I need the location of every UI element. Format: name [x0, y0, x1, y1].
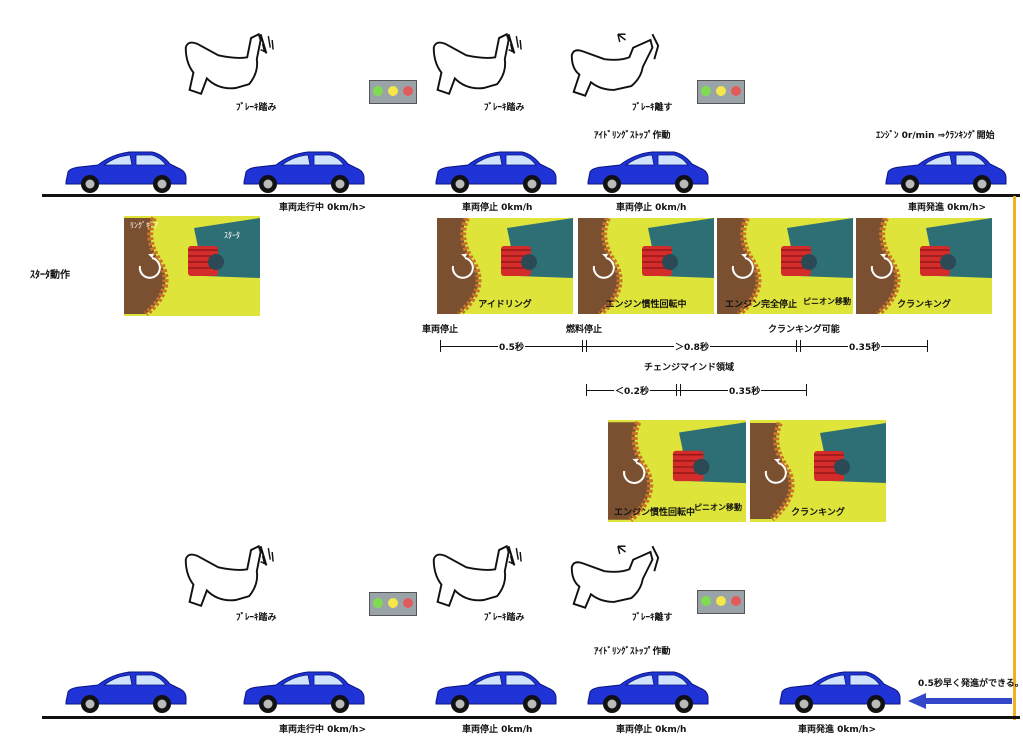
vehicle-stopped-label: 車両停止 0km/h [462, 725, 533, 735]
panel-cranking: クランキング [856, 218, 992, 314]
traffic-light-icon [369, 80, 417, 104]
panel-caption: エンジン完全停止 [725, 300, 798, 310]
foot-release-icon [566, 542, 662, 610]
foot-release-icon [566, 30, 662, 98]
car-icon [60, 148, 192, 194]
panel-cranking-alt: クランキング [750, 420, 886, 522]
vehicle-stopped-label: 車両停止 0km/h [616, 203, 687, 213]
panel-inertia-alt: エンジン慣性回転中 ピニオン移動 [608, 420, 746, 522]
road-line [42, 716, 1020, 719]
timeline-tick [582, 340, 583, 352]
panel-caption: エンジン慣性回転中 [605, 300, 687, 310]
vehicle-stopped-label: 車両停止 0km/h [462, 203, 533, 213]
panel-inertia: エンジン慣性回転中 [578, 218, 714, 314]
early-start-label: 0.5秒早く発進ができる。 [918, 679, 1023, 689]
pinion-move-label: ピニオン移動 [803, 297, 851, 306]
timeline-tick [796, 340, 797, 352]
idling-stop-label: ｱｲﾄﾞﾘﾝｸﾞｽﾄｯﾌﾟ作動 [594, 131, 671, 141]
segment-label: 0.5秒 [498, 340, 525, 353]
engine-cranking-label: ｴﾝｼﾞﾝ 0r/min ⇒ｸﾗﾝｷﾝｸﾞ開始 [876, 131, 995, 141]
segment-label: ＜0.2秒 [614, 384, 650, 397]
car-icon [880, 148, 1012, 194]
starter-label: ｽﾀｰﾀ [224, 231, 240, 240]
timeline-tick [927, 340, 928, 352]
car-icon [582, 148, 714, 194]
pinion-move-label: ピニオン移動 [694, 503, 742, 512]
brake-press-label: ﾌﾞﾚｰｷ踏み [236, 103, 277, 113]
foot-press-icon [180, 542, 276, 610]
segment-label: ＞0.8秒 [674, 340, 710, 353]
vehicle-stopped-label: 車両停止 0km/h [616, 725, 687, 735]
starter-legend-panel: ﾘﾝｸﾞｷﾞｱ ｽﾀｰﾀ [124, 216, 260, 316]
early-start-arrow-icon [908, 693, 1012, 709]
brake-release-label: ﾌﾞﾚｰｷ離す [632, 103, 673, 113]
change-mind-label: チェンジマインド領域 [644, 363, 735, 373]
foot-press-icon [428, 30, 524, 98]
timeline-bar [586, 390, 806, 391]
car-icon [582, 668, 714, 714]
panel-caption: クランキング [897, 300, 951, 310]
vehicle-start-label: 車両発進 0km/h> [908, 203, 986, 213]
timeline-tick [800, 340, 801, 352]
brake-release-label: ﾌﾞﾚｰｷ離す [632, 613, 673, 623]
starter-operation-label: ｽﾀｰﾀ動作 [30, 270, 70, 281]
vehicle-running-label: 車両走行中 0km/h> [279, 725, 366, 735]
panel-complete-stop: エンジン完全停止 ピニオン移動 [717, 218, 853, 314]
panel-caption: エンジン慣性回転中 [614, 508, 696, 518]
segment-label: 0.35秒 [848, 340, 882, 353]
cranking-possible-marker: クランキング可能 [768, 325, 840, 335]
car-icon [238, 668, 370, 714]
timeline-tick [676, 384, 677, 396]
car-icon [774, 668, 906, 714]
vehicle-start-label: 車両発進 0km/h> [798, 725, 876, 735]
segment-label: 0.35秒 [728, 384, 762, 397]
road-line [42, 194, 1020, 197]
brake-press-label: ﾌﾞﾚｰｷ踏み [236, 613, 277, 623]
panel-caption: クランキング [791, 508, 845, 518]
timeline-tick [586, 340, 587, 352]
car-icon [238, 148, 370, 194]
panel-caption: アイドリング [478, 300, 532, 310]
panel-idling: アイドリング [437, 218, 573, 314]
ring-gear-label: ﾘﾝｸﾞｷﾞｱ [130, 221, 158, 230]
timeline-tick [806, 384, 807, 396]
car-icon [60, 668, 192, 714]
vehicle-stop-marker: 車両停止 [422, 325, 459, 335]
fuel-cut-marker: 燃料停止 [566, 325, 603, 335]
traffic-light-icon [697, 80, 745, 104]
traffic-light-icon [697, 590, 745, 614]
divider-line [1013, 196, 1016, 720]
traffic-light-icon [369, 592, 417, 616]
foot-press-icon [180, 30, 276, 98]
car-icon [430, 148, 562, 194]
idling-stop-label: ｱｲﾄﾞﾘﾝｸﾞｽﾄｯﾌﾟ作動 [594, 647, 671, 657]
brake-press-label: ﾌﾞﾚｰｷ踏み [484, 103, 525, 113]
vehicle-running-label: 車両走行中 0km/h> [279, 203, 366, 213]
foot-press-icon [428, 542, 524, 610]
car-icon [430, 668, 562, 714]
brake-press-label: ﾌﾞﾚｰｷ踏み [484, 613, 525, 623]
timeline-tick [680, 384, 681, 396]
